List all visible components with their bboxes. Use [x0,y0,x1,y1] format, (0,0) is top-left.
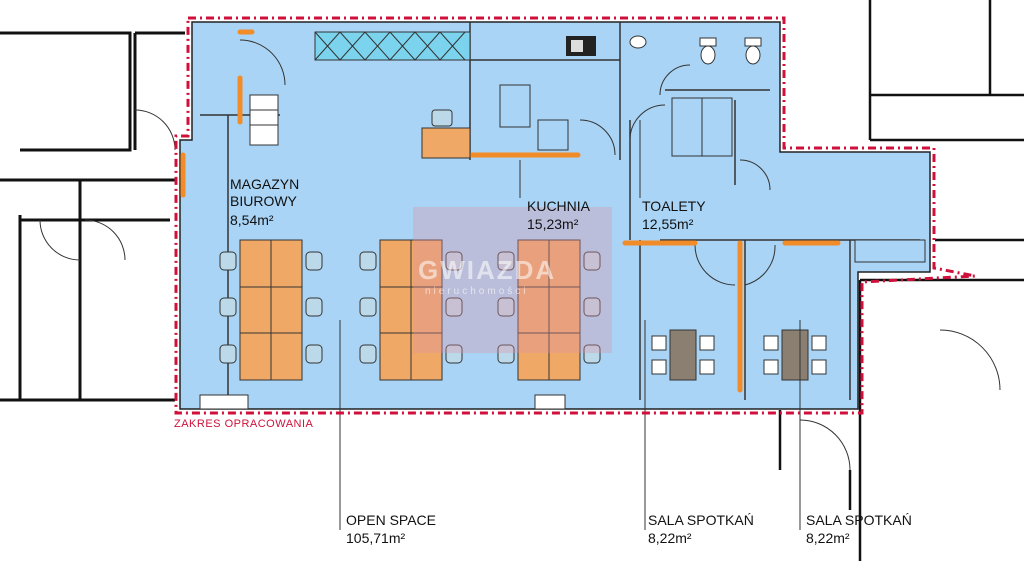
desk-cluster-3 [517,239,581,381]
kuchnia-area: 15,23m² [527,216,579,232]
window-band [314,31,926,263]
watermark-panel [413,207,612,353]
magazyn-label-line2: BIUROWY [230,193,297,209]
scope-label: ZAKRES OPRACOWANIA [174,418,314,430]
magazyn-label-line1: MAGAZYN [230,176,300,192]
toalety-area: 12,55m² [642,216,694,232]
watermark-subtitle: nieruchomości [425,286,529,297]
meeting-table-1 [651,329,715,381]
toilet-icons [629,35,762,65]
adjacent-walls-right [778,0,1024,561]
watermark-title: GWIAZDA [418,255,557,285]
storage-shelf [249,94,279,146]
kitchen-appliances [499,84,569,151]
sala-spotkan-1-area: 8,22m² [648,530,692,546]
adjacent-walls-left [0,31,185,402]
open-space-label: OPEN SPACE [346,512,436,528]
leader-lines [227,120,801,530]
sink-icon [566,36,596,56]
magazyn-area: 8,54m² [230,212,274,228]
meeting-table-2 [763,329,827,381]
open-space-area: 105,71m² [346,530,406,546]
adjacent-doors-left [39,109,176,261]
toalety-label: TOALETY [642,198,706,214]
toilet-cubicles [671,97,733,157]
sala-spotkan-1-label: SALA SPOTKAŃ [648,512,754,528]
desk-cluster-2 [379,239,443,381]
bottom-windows [199,394,566,410]
scope-boundary [174,16,976,415]
desk-cluster-1 [239,239,303,381]
sala-spotkan-2-area: 8,22m² [806,530,850,546]
chairs [219,251,601,364]
reception-desk [421,109,471,159]
adjacent-doors-right [799,329,1001,471]
kuchnia-label: KUCHNIA [527,198,591,214]
sala-spotkan-2-label: SALA SPOTKAŃ [806,512,912,528]
door-swings [239,39,776,286]
partitions [180,29,841,393]
